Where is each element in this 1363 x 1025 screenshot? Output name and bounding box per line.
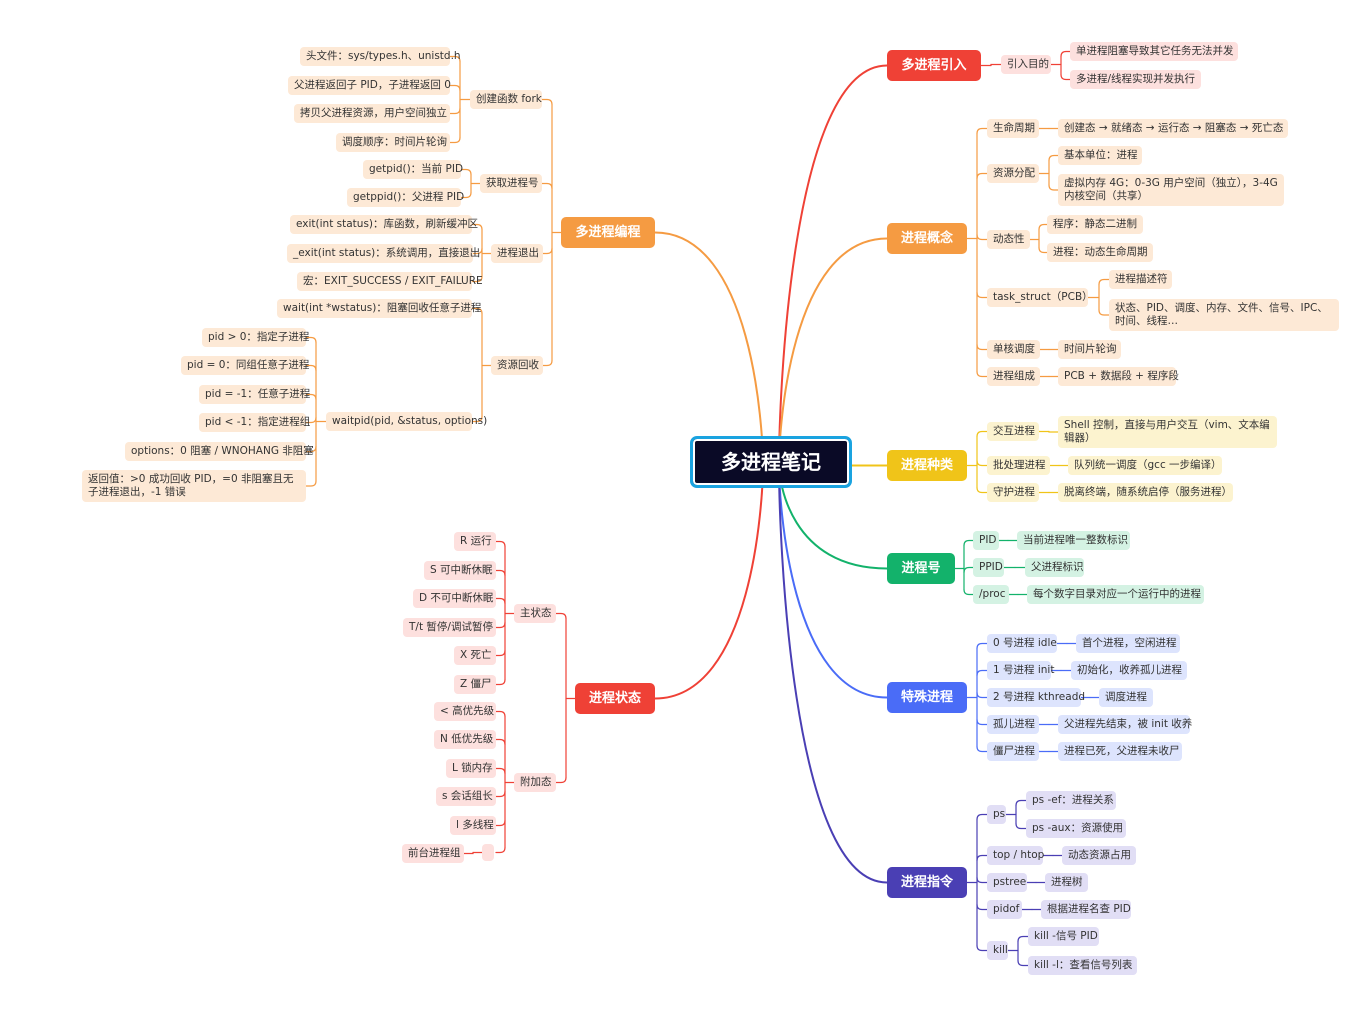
main-topic-8[interactable]: 进程状态 — [575, 683, 655, 714]
node-item-3-1-0[interactable]: 父进程标识 — [1025, 558, 1084, 577]
node-ps[interactable]: ps — [987, 805, 1006, 824]
node-pid[interactable]: PID — [973, 531, 999, 550]
node-kill-pid[interactable]: kill -信号 PID — [1028, 927, 1099, 946]
node-2-kthreadd[interactable]: 2 号进程 kthreadd — [987, 688, 1085, 707]
main-topic-3[interactable]: 进程种类 — [887, 450, 967, 481]
node-item-7-1[interactable]: 附加态 — [514, 773, 556, 792]
node-gcc[interactable]: 队列统一调度（gcc 一步编译） — [1068, 456, 1222, 475]
node-pid-0[interactable]: pid = 0：同组任意子进程 — [181, 356, 309, 375]
node-ppid[interactable]: PPID — [973, 558, 1004, 577]
root-topic[interactable]: 多进程笔记 — [690, 436, 852, 488]
node-item-0-0[interactable]: 引入目的 — [1001, 55, 1051, 74]
node-item-6-2[interactable]: 进程退出 — [491, 244, 543, 263]
node-top-htop[interactable]: top / htop — [987, 846, 1044, 865]
node-item-4-4[interactable]: 僵尸进程 — [987, 742, 1039, 761]
node-exit-int-status[interactable]: exit(int status)：库函数，刷新缓冲区 — [290, 215, 478, 234]
node-waitpid-pid-status-options[interactable]: waitpid(pid, &status, options) — [326, 412, 487, 431]
node-item-7-1-5-0[interactable]: 前台进程组 — [402, 844, 464, 863]
main-topic-1[interactable]: 多进程引入 — [887, 50, 981, 81]
node-shell-vim[interactable]: Shell 控制，直接与用户交互（vim、文本编辑器） — [1058, 416, 1277, 448]
node-item-1-1-0[interactable]: 基本单位：进程 — [1058, 146, 1142, 165]
node-l[interactable]: L 锁内存 — [446, 759, 496, 778]
node-item-6-1[interactable]: 获取进程号 — [480, 174, 542, 193]
node-pstree[interactable]: pstree — [987, 873, 1027, 892]
node-item-1-4-0[interactable]: 时间片轮询 — [1058, 340, 1121, 359]
node-getppid-pid[interactable]: getppid()：父进程 PID — [347, 188, 464, 207]
node-kill-l[interactable]: kill -l：查看信号列表 — [1028, 956, 1137, 975]
node-d[interactable]: D 不可中断休眠 — [413, 589, 496, 608]
main-topic-2[interactable]: 进程概念 — [887, 223, 967, 254]
node-item-1-5[interactable]: 进程组成 — [987, 367, 1040, 386]
node-item-1-1[interactable]: 资源分配 — [987, 164, 1039, 183]
node-item-6-0-2[interactable]: 拷贝父进程资源，用户空间独立 — [294, 104, 450, 123]
node-s[interactable]: s 会话组长 — [436, 787, 496, 806]
node-item-1-0-0[interactable]: 创建态 → 就绪态 → 运行态 → 阻塞态 → 死亡态 — [1058, 119, 1288, 138]
node-item-7-1-0[interactable]: < 高优先级 — [434, 702, 496, 721]
node-pid-ipc[interactable]: 状态、PID、调度、内存、文件、信号、IPC、时间、线程… — [1109, 299, 1339, 331]
node-item-0-0-0[interactable]: 单进程阻塞导致其它任务无法并发 — [1070, 42, 1238, 61]
node-item-1-0[interactable]: 生命周期 — [987, 119, 1039, 138]
node-ps-ef[interactable]: ps -ef：进程关系 — [1026, 791, 1116, 810]
node-getpid-pid[interactable]: getpid()：当前 PID — [363, 160, 463, 179]
node-item-4-2-0[interactable]: 调度进程 — [1099, 688, 1153, 707]
node-options-0-wnohang[interactable]: options：0 阻塞 / WNOHANG 非阻塞 — [125, 442, 314, 461]
node-item-1-2-1[interactable]: 进程：动态生命周期 — [1047, 243, 1153, 262]
node-item-4-4-0[interactable]: 进程已死，父进程未收尸 — [1058, 742, 1182, 761]
node-item-4-3[interactable]: 孤儿进程 — [987, 715, 1039, 734]
node-init[interactable]: 父进程先结束，被 init 收养 — [1058, 715, 1192, 734]
node-x[interactable]: X 死亡 — [454, 646, 496, 665]
node-0-idle[interactable]: 0 号进程 idle — [987, 634, 1057, 653]
node-r[interactable]: R 运行 — [454, 532, 496, 551]
node-task-struct-pcb[interactable]: task_struct（PCB） — [987, 288, 1093, 307]
node-item-2-0[interactable]: 交互进程 — [987, 422, 1039, 441]
node-kill[interactable]: kill — [987, 941, 1008, 960]
node-item-2-1[interactable]: 批处理进程 — [987, 456, 1050, 475]
node-s[interactable]: S 可中断休眠 — [424, 561, 496, 580]
main-topic-4[interactable]: 进程号 — [887, 553, 955, 584]
empty-node[interactable] — [482, 844, 494, 861]
node-item-3-0-0[interactable]: 当前进程唯一整数标识 — [1017, 531, 1130, 550]
node-item-6-0-3[interactable]: 调度顺序：时间片轮询 — [336, 133, 450, 152]
node-pcb[interactable]: PCB + 数据段 + 程序段 — [1058, 367, 1179, 386]
node-exit-int-status[interactable]: _exit(int status)：系统调用，直接退出 — [287, 244, 480, 263]
main-topic-5[interactable]: 特殊进程 — [887, 682, 967, 713]
node-item-5-2-0[interactable]: 进程树 — [1045, 873, 1088, 892]
node-ps-aux[interactable]: ps -aux：资源使用 — [1026, 819, 1126, 838]
node-item-1-3-0[interactable]: 进程描述符 — [1109, 270, 1172, 289]
node-4g-0-3g-3-4g[interactable]: 虚拟内存 4G：0-3G 用户空间（独立），3-4G 内核空间（共享） — [1058, 174, 1284, 206]
node-pid-0[interactable]: pid > 0：指定子进程 — [202, 328, 309, 347]
main-topic-6[interactable]: 进程指令 — [887, 867, 967, 898]
node-z[interactable]: Z 僵尸 — [454, 675, 496, 694]
node-pid-1[interactable]: pid < -1：指定进程组 — [199, 413, 310, 432]
node-pid[interactable]: 根据进程名查 PID — [1041, 900, 1131, 919]
node-item-7-0[interactable]: 主状态 — [514, 604, 556, 623]
node-exit-success-exit-failure[interactable]: 宏：EXIT_SUCCESS / EXIT_FAILURE — [297, 272, 483, 291]
node-0-pid-0-1[interactable]: 返回值：>0 成功回收 PID，=0 非阻塞且无子进程退出，-1 错误 — [82, 470, 306, 502]
node-1-init[interactable]: 1 号进程 init — [987, 661, 1054, 680]
node-item-4-0-0[interactable]: 首个进程，空闲进程 — [1076, 634, 1180, 653]
node-proc[interactable]: /proc — [973, 585, 1009, 604]
node-n[interactable]: N 低优先级 — [434, 730, 496, 749]
node-item-2-2-0[interactable]: 脱离终端，随系统启停（服务进程） — [1058, 483, 1233, 502]
node-pid-1[interactable]: pid = -1：任意子进程 — [199, 385, 310, 404]
node-t-t[interactable]: T/t 暂停/调试暂停 — [403, 618, 496, 637]
node-l[interactable]: l 多线程 — [450, 816, 496, 835]
node-pid-0[interactable]: 父进程返回子 PID，子进程返回 0 — [288, 76, 451, 95]
node-fork[interactable]: 创建函数 fork — [470, 90, 542, 109]
node-item-2-2[interactable]: 守护进程 — [987, 483, 1039, 502]
node-item-4-1-0[interactable]: 初始化，收养孤儿进程 — [1071, 661, 1187, 680]
node-item-3-2-0[interactable]: 每个数字目录对应一个运行中的进程 — [1027, 585, 1204, 604]
node-item-1-2-0[interactable]: 程序：静态二进制 — [1047, 215, 1143, 234]
main-topic-7[interactable]: 多进程编程 — [561, 217, 655, 248]
node-item-6-3[interactable]: 资源回收 — [491, 356, 543, 375]
node-item-1-4[interactable]: 单核调度 — [987, 340, 1040, 359]
node-item-0-0-1[interactable]: 多进程/线程实现并发执行 — [1070, 70, 1201, 89]
node-item-5-1-0[interactable]: 动态资源占用 — [1062, 846, 1136, 865]
node-pidof[interactable]: pidof — [987, 900, 1022, 919]
node-wait-int-wstatus[interactable]: wait(int *wstatus)：阻塞回收任意子进程 — [277, 299, 481, 318]
node-sys-types-h-unistd-h[interactable]: 头文件：sys/types.h、unistd.h — [300, 47, 461, 66]
node-item-1-2[interactable]: 动态性 — [987, 230, 1030, 249]
